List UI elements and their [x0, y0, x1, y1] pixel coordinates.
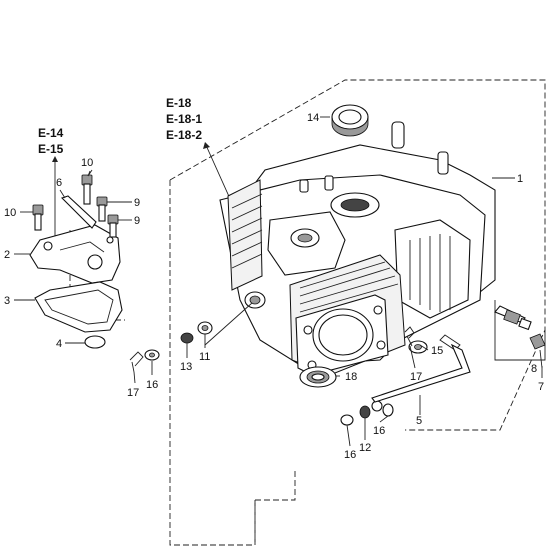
washer-16-bottom-a [340, 414, 354, 426]
washer-16-left [144, 349, 160, 361]
reference-group-left: E-14 E-15 [38, 126, 64, 240]
washer-16-bottom-c [382, 403, 394, 417]
callout-1[interactable]: 1 [517, 173, 523, 185]
callout-8[interactable]: 8 [531, 363, 537, 375]
oil-seal-top [331, 104, 369, 137]
callout-7[interactable]: 7 [538, 381, 544, 393]
callout-3[interactable]: 3 [4, 295, 10, 307]
sleeve-13 [180, 332, 194, 344]
leader-lines [14, 116, 543, 447]
washer-15 [408, 340, 428, 354]
callout-12[interactable]: 12 [359, 442, 371, 454]
bolt-cover-right-a [96, 196, 108, 222]
reference-e14[interactable]: E-14 [38, 126, 64, 140]
dipstick-rod [371, 334, 471, 403]
callout-11[interactable]: 11 [199, 351, 210, 363]
clip-17-left [129, 351, 144, 373]
callout-4[interactable]: 4 [56, 338, 62, 350]
callout-16a[interactable]: 16 [146, 379, 158, 391]
oil-switch [494, 300, 546, 361]
bearing [299, 366, 337, 388]
callout-16c[interactable]: 16 [373, 425, 385, 437]
crankcase-block [219, 121, 496, 376]
callout-2[interactable]: 2 [4, 249, 10, 261]
callout-18[interactable]: 18 [345, 371, 357, 383]
callout-6[interactable]: 6 [56, 177, 62, 189]
callout-10a[interactable]: 10 [81, 157, 93, 169]
breather-cover [29, 224, 121, 284]
dowel-pin [197, 321, 213, 335]
callout-16b[interactable]: 16 [344, 449, 356, 461]
breather-gasket [34, 281, 123, 333]
bolt-cover-right-b [107, 214, 119, 238]
bolt-cover-left [32, 204, 44, 231]
assembly-boundary [169, 79, 546, 546]
callout-17b[interactable]: 17 [410, 371, 422, 383]
callout-numbers: 1 2 3 4 5 6 7 8 9 9 10 10 11 12 13 14 15… [4, 112, 544, 461]
arrowhead-e14 [52, 156, 58, 162]
clip-17-right [404, 326, 415, 347]
reference-e15[interactable]: E-15 [38, 142, 64, 156]
reference-e18-1[interactable]: E-18-1 [166, 112, 202, 126]
callout-5[interactable]: 5 [416, 415, 422, 427]
reference-e18[interactable]: E-18 [166, 96, 192, 110]
breather-plate [60, 195, 97, 229]
breather-valve [84, 335, 106, 349]
callout-14[interactable]: 14 [307, 112, 319, 124]
sleeve-12 [359, 405, 371, 419]
callout-9a[interactable]: 9 [134, 197, 140, 209]
callout-15[interactable]: 15 [431, 345, 443, 357]
reference-e18-2[interactable]: E-18-2 [166, 128, 202, 142]
callout-9b[interactable]: 9 [134, 215, 140, 227]
callout-13[interactable]: 13 [180, 361, 192, 373]
bolt-cover-top [81, 174, 93, 205]
arrowhead-e18 [203, 142, 210, 149]
callout-10b[interactable]: 10 [4, 207, 16, 219]
washer-16-bottom-b [371, 400, 383, 412]
gasket-inner [44, 289, 114, 325]
callout-17a[interactable]: 17 [127, 387, 139, 399]
